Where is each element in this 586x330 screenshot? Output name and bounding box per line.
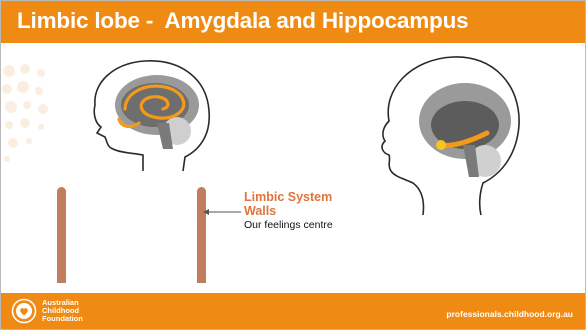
limbic-wall-left <box>57 187 66 283</box>
limbic-caption: Limbic System Walls Our feelings centre <box>244 190 333 232</box>
heart-logo-icon <box>11 298 37 324</box>
amygdala <box>436 140 446 150</box>
adult-head-brain-diagram <box>375 49 525 219</box>
footer-url: professionals.childhood.org.au <box>446 309 573 319</box>
caption-subtitle: Our feelings centre <box>244 219 333 232</box>
header-bar: Limbic lobe - Amygdala and Hippocampus <box>1 1 586 43</box>
caption-title-line1: Limbic System <box>244 190 333 204</box>
organisation-logo-text: Australian Childhood Foundation <box>42 299 83 323</box>
limbic-wall-right <box>197 187 206 283</box>
arrow-left-icon <box>203 207 243 217</box>
caption-title-line2: Walls <box>244 204 333 218</box>
child-head-brain-diagram <box>73 53 223 173</box>
logo-line-3: Foundation <box>42 315 83 323</box>
footer-bar: Australian Childhood Foundation professi… <box>1 293 586 330</box>
slide-title: Limbic lobe - Amygdala and Hippocampus <box>17 8 468 34</box>
